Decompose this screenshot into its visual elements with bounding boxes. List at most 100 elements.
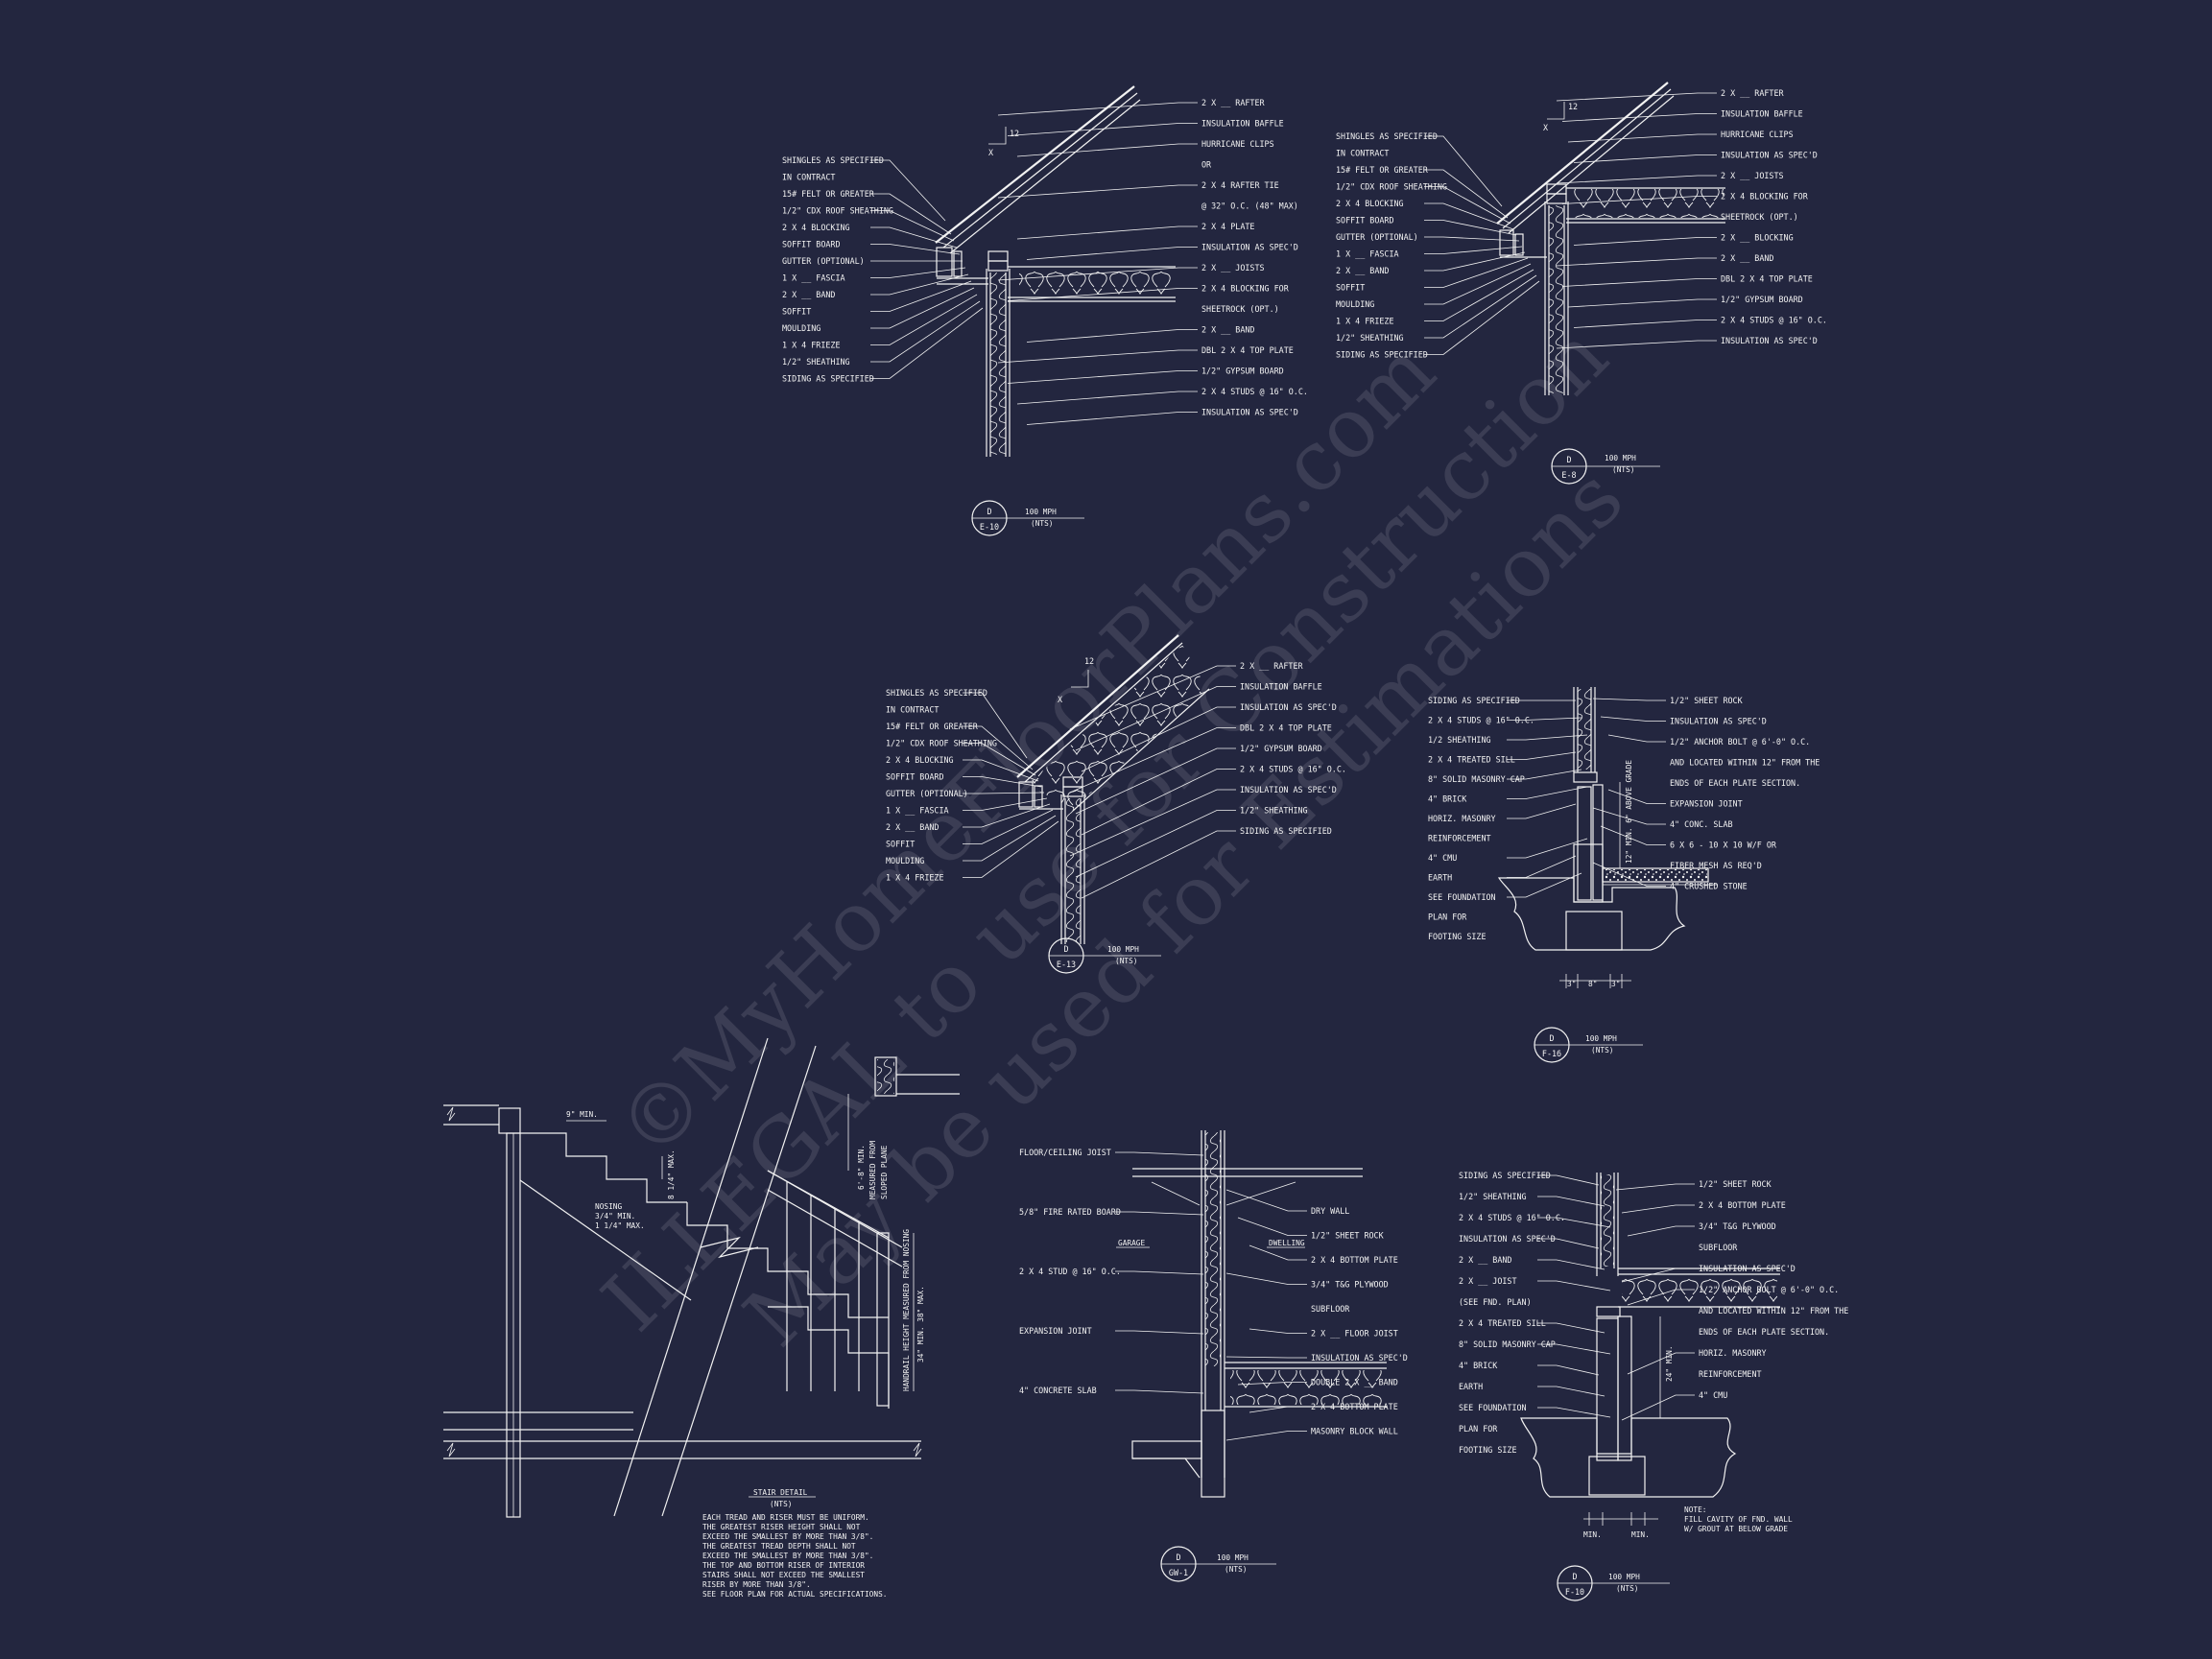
stair-note-line: THE TOP AND BOTTOM RISER OF INTERIOR <box>702 1561 865 1570</box>
leader-line <box>1424 263 1532 305</box>
f10-left-label: 8" SOLID MASONRY CAP <box>1459 1339 1556 1349</box>
e8-left-label: SIDING AS SPECIFIED <box>1336 350 1428 360</box>
handrail-1: HANDRAIL HEIGHT MEASURED FROM NOSING <box>902 1229 911 1391</box>
f10-left-label: (SEE FND. PLAN) <box>1459 1297 1532 1307</box>
leader-line <box>870 210 955 242</box>
f10-left-label: SEE FOUNDATION <box>1459 1403 1527 1412</box>
leader-line <box>1556 175 1717 184</box>
callout-letter: D <box>1176 1552 1180 1562</box>
f10-right-label: 1/2" ANCHOR BOLT @ 6'-0" O.C. <box>1699 1285 1839 1294</box>
leader-line <box>1621 1394 1695 1421</box>
e10-right-label: 2 X __ JOISTS <box>1201 263 1265 273</box>
leader-line <box>1424 202 1514 230</box>
leader-line <box>1007 288 1198 301</box>
leader-line <box>1556 92 1717 102</box>
e8-left-label: GUTTER (OPTIONAL) <box>1336 232 1418 242</box>
leader-line <box>1237 1217 1307 1236</box>
slope-run: X <box>988 148 993 157</box>
leader-line <box>963 792 1045 794</box>
e8-right-label: INSULATION BAFFLE <box>1721 109 1803 119</box>
e13-right-label: INSULATION AS SPEC'D <box>1240 702 1337 712</box>
ceiling-joist-with-insulation <box>1008 266 1176 302</box>
e10-left-label: 2 X 4 BLOCKING <box>782 223 850 232</box>
tread-dim: 9" MIN. <box>566 1110 598 1119</box>
leader-line <box>997 349 1198 364</box>
leader-line <box>1026 412 1198 425</box>
vertical-note: 24" MIN. <box>1665 1345 1674 1382</box>
wall-stud <box>986 250 1011 457</box>
leader-line <box>963 803 1051 828</box>
e13-left-label: IN CONTRACT <box>886 705 939 715</box>
note-3: W/ GROUT AT BELOW GRADE <box>1684 1525 1788 1533</box>
leader-line <box>1592 698 1666 701</box>
leader-line <box>963 743 1036 776</box>
f10-left-label: 2 X 4 TREATED SILL <box>1459 1318 1546 1328</box>
stair-note-line: EACH TREAD AND RISER MUST BE UNIFORM. <box>702 1513 869 1522</box>
e8-left-label: 1 X __ FASCIA <box>1336 249 1399 259</box>
leader-line <box>1537 1174 1600 1186</box>
stair-stringer-and-treads <box>519 1132 903 1318</box>
leader-line <box>1556 257 1717 267</box>
f10-right-label: 3/4" T&G PLYWOOD <box>1699 1221 1776 1231</box>
f10-left-label: INSULATION AS SPEC'D <box>1459 1234 1556 1244</box>
detail-scale: 100 MPH <box>1107 945 1139 954</box>
e10-right-label: 2 X 4 RAFTER TIE <box>1201 180 1279 190</box>
slope-run: X <box>1058 695 1062 704</box>
callout-sheet: F-10 <box>1565 1587 1584 1597</box>
e8-right-label: INSULATION AS SPEC'D <box>1721 151 1818 160</box>
f16-right-label: INSULATION AS SPEC'D <box>1670 717 1767 726</box>
headroom-3: SLOPED PLANE <box>880 1145 889 1199</box>
leader-line <box>1249 1244 1307 1261</box>
f16-left-label: 4" CMU <box>1428 853 1457 863</box>
f10-right-label: 1/2" SHEET ROCK <box>1699 1179 1772 1189</box>
leader-line <box>1537 1196 1605 1207</box>
detail-scale: 100 MPH <box>1608 1573 1640 1581</box>
e8-right-label: SHEETROCK (OPT.) <box>1721 212 1798 222</box>
leader-line <box>1537 1238 1600 1249</box>
e8-right-label: 2 X __ JOISTS <box>1721 171 1784 180</box>
leader-line <box>1424 251 1526 272</box>
e10-right-label: INSULATION BAFFLE <box>1201 119 1284 129</box>
e10-title-callout: D E-10 100 MPH (NTS) <box>971 500 1084 536</box>
callout-letter: D <box>1549 1033 1554 1043</box>
leader-line <box>1561 278 1717 287</box>
dim-min-left: MIN. <box>1583 1530 1602 1539</box>
gw1-right-label: 3/4" T&G PLYWOOD <box>1311 1280 1389 1290</box>
gw1-right-label: DRY WALL <box>1311 1206 1349 1216</box>
e13-right-label: SIDING AS SPECIFIED <box>1240 826 1332 836</box>
e10-right-label: 2 X __ BAND <box>1201 325 1254 335</box>
stair-scale-note: (NTS) <box>770 1500 792 1508</box>
e10-right-label: OR <box>1201 160 1212 170</box>
zone-garage: GARAGE <box>1118 1239 1145 1247</box>
e13-left-label: 1 X 4 FRIEZE <box>886 873 944 883</box>
e8-right-label: 2 X 4 BLOCKING FOR <box>1721 192 1809 201</box>
leader-line <box>1069 789 1236 857</box>
leader-line <box>1627 1225 1695 1237</box>
e13-left-label: 1 X __ FASCIA <box>886 806 949 816</box>
e10-right-label: HURRICANE CLIPS <box>1201 139 1274 149</box>
e13-left-label: SOFFIT <box>886 840 915 849</box>
e13-right-label: 2 X 4 STUDS @ 16" O.C. <box>1240 765 1346 774</box>
f10-right-label: INSULATION AS SPEC'D <box>1699 1264 1796 1273</box>
e13-left-label: 1/2" CDX ROOF SHEATHING <box>886 739 997 748</box>
floor-joist-with-insulation <box>1225 1362 1387 1408</box>
leader-line <box>963 815 1057 862</box>
roof-rafter <box>1496 82 1675 234</box>
e8-right-label: 2 X __ BAND <box>1721 253 1773 263</box>
leader-line <box>963 797 1048 811</box>
leader-line <box>1016 143 1198 157</box>
gw1-left-label: 2 X 4 STUD @ 16" O.C. <box>1019 1267 1121 1276</box>
riser-dim: 8 1/4" MAX. <box>667 1149 676 1199</box>
leader-line <box>1507 786 1588 799</box>
leader-line <box>1424 236 1520 242</box>
callout-sheet: E-13 <box>1057 960 1076 969</box>
e8-right-label: 2 X __ BLOCKING <box>1721 233 1794 243</box>
f10-left-label: 2 X __ BAND <box>1459 1255 1511 1265</box>
detail-scale-note: (NTS) <box>1031 519 1053 528</box>
note-2: FILL CAVITY OF FND. WALL <box>1684 1515 1793 1524</box>
gw1-right-label: INSULATION AS SPEC'D <box>1311 1353 1408 1363</box>
leader-line <box>1249 1406 1307 1413</box>
